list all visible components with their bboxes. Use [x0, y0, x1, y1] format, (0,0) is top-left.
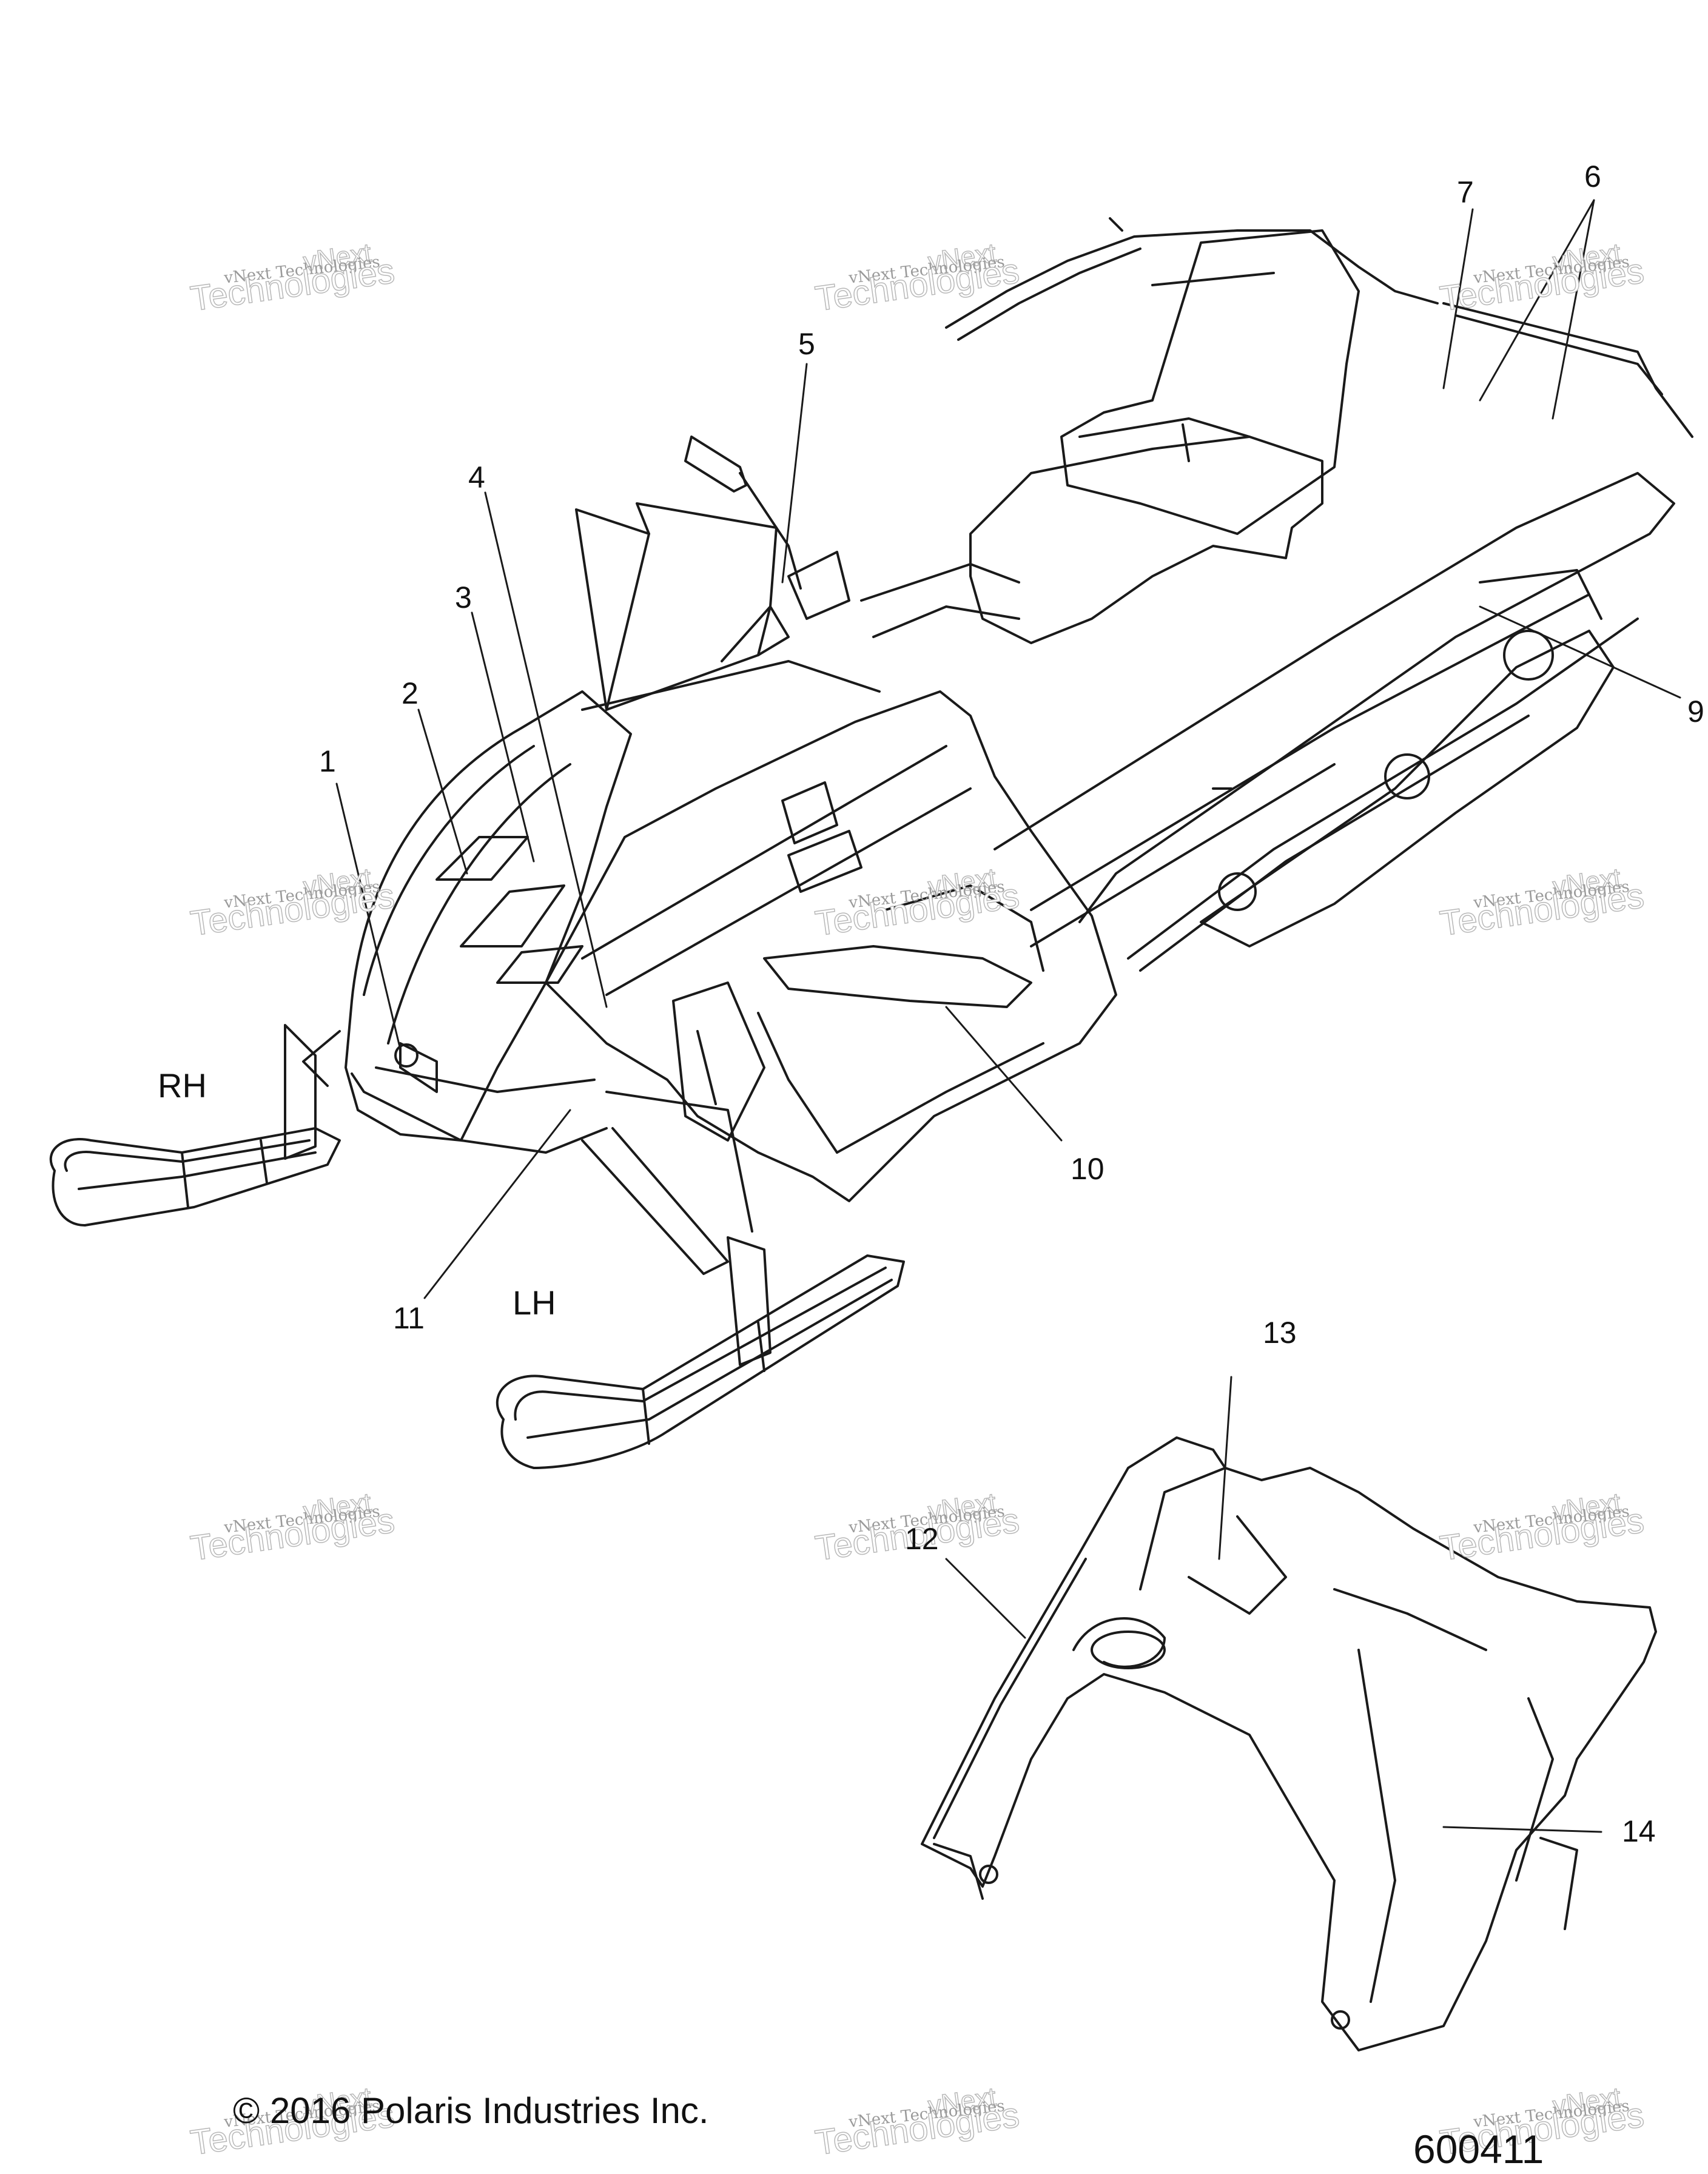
leader-3: [471, 611, 535, 863]
tunnel: [994, 472, 1675, 972]
copyright-notice: © 2016 Polaris Industries Inc.: [233, 2090, 709, 2131]
callout-10: 10: [1071, 1152, 1104, 1186]
rh-ski: [49, 1127, 341, 1227]
leader-9: [1479, 605, 1681, 699]
callout-5: 5: [798, 327, 815, 361]
handlebars: [684, 436, 1020, 638]
leader-6a: [1479, 199, 1595, 402]
leader-4: [484, 491, 608, 1008]
callout-12: 12: [905, 1522, 939, 1556]
callout-4: 4: [468, 460, 485, 494]
leader-11: [423, 1109, 571, 1299]
figure-number: 600411: [1413, 2127, 1544, 2172]
callout-7: 7: [1457, 175, 1474, 209]
track: [1200, 569, 1615, 947]
callout-6: 6: [1584, 160, 1601, 194]
seat: [969, 229, 1360, 644]
leader-12: [945, 1558, 1026, 1639]
front-suspension: [284, 981, 772, 1366]
hood: [302, 690, 632, 1154]
leader-2: [417, 708, 468, 875]
leader-6b: [1552, 199, 1595, 420]
windshield: [575, 502, 881, 711]
leader-lines: [335, 199, 1681, 1833]
detached-side-panel: [921, 1436, 1657, 2051]
callout-2: 2: [402, 676, 419, 710]
callout-11: 11: [393, 1301, 425, 1335]
side-panel: [545, 690, 1117, 1202]
rh-label: RH: [158, 1066, 207, 1105]
lh-label: LH: [513, 1284, 556, 1322]
leader-13: [1218, 1376, 1232, 1560]
lh-ski: [496, 1254, 905, 1469]
leader-14: [1442, 1826, 1602, 1833]
callout-1: 1: [319, 744, 336, 778]
leader-7: [1442, 208, 1474, 389]
leader-5: [781, 363, 808, 584]
callout-14: 14: [1622, 1814, 1656, 1848]
callout-3: 3: [455, 581, 472, 614]
leader-1: [335, 782, 402, 1051]
leader-10: [945, 1006, 1063, 1142]
callout-13: 13: [1263, 1316, 1297, 1350]
callout-9: 9: [1687, 695, 1704, 729]
rear-rail: [945, 217, 1693, 438]
